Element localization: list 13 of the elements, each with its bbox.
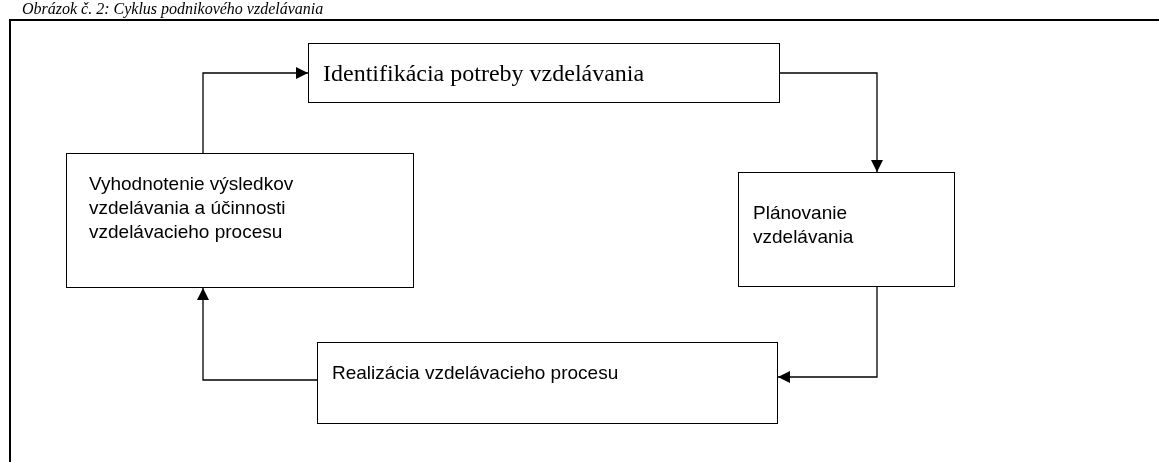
process-box: [317, 342, 778, 424]
box-label: Identifikácia potreby vzdelávania: [323, 59, 645, 88]
process-box: [308, 43, 780, 103]
box-label: Plánovanie vzdelávania: [753, 201, 855, 249]
figure-title: Obrázok č. 2: Cyklus podnikového vzdelávania: [22, 0, 324, 18]
box-label: Vyhodnotenie výsledkov vzdelávania a účinnosti vzdelávacieho procesu: [89, 172, 295, 244]
process-box: [738, 172, 955, 287]
arrow: [777, 286, 878, 383]
arrow: [197, 287, 318, 381]
arrow: [202, 67, 309, 154]
box-label: Realizácia vzdelávacieho procesu: [332, 361, 619, 385]
arrow: [779, 72, 883, 173]
process-box: [66, 153, 414, 288]
